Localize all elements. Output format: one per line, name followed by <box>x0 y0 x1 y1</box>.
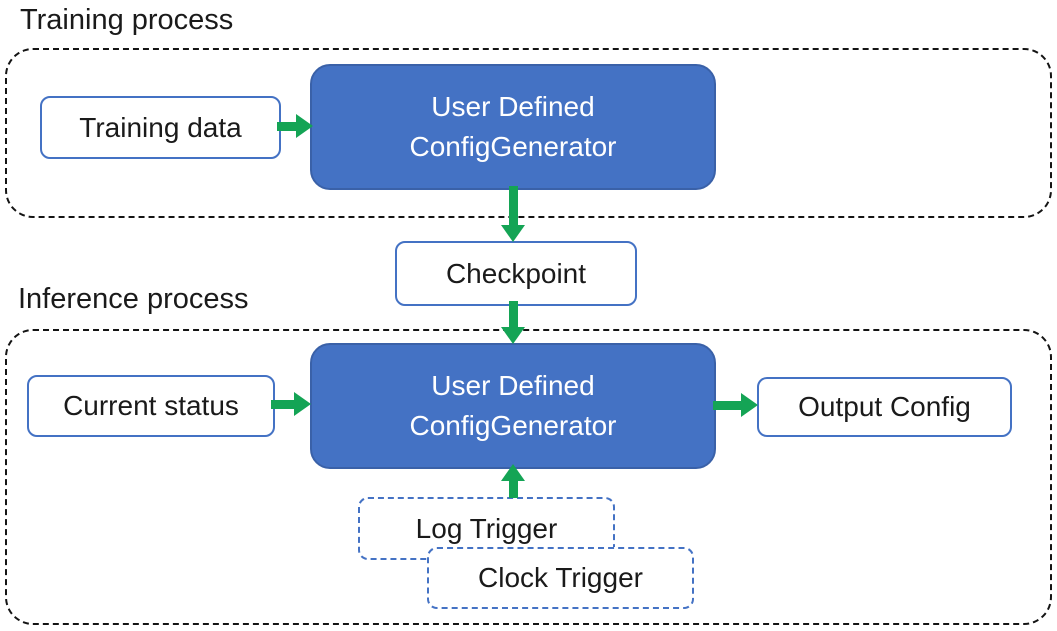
training-process-label: Training process <box>20 4 234 36</box>
arrow-head-right-icon <box>296 114 313 138</box>
current-status-label: Current status <box>63 390 239 421</box>
inference-generator-box: User Defined ConfigGenerator <box>310 343 716 469</box>
arrow-head-down-icon <box>501 327 525 344</box>
training-generator-line1: User Defined <box>431 91 595 122</box>
arrow-head-right-icon <box>741 393 758 417</box>
training-generator-line2: ConfigGenerator <box>409 131 617 162</box>
checkpoint-box: Checkpoint <box>395 241 637 306</box>
inference-generator-line1: User Defined <box>431 370 595 401</box>
arrow-shaft <box>508 481 518 498</box>
arrow-training-data-to-generator <box>277 114 313 138</box>
arrow-shaft <box>271 399 294 409</box>
arrow-shaft <box>508 301 518 327</box>
arrow-triggers-to-generator <box>501 464 525 498</box>
arrow-generator-to-output-config <box>713 393 758 417</box>
arrow-generator-to-checkpoint <box>501 186 525 242</box>
training-generator-box: User Defined ConfigGenerator <box>310 64 716 190</box>
training-data-box: Training data <box>40 96 281 159</box>
inference-process-container <box>5 329 1052 625</box>
current-status-box: Current status <box>27 375 275 437</box>
inference-process-label: Inference process <box>18 283 249 315</box>
clock-trigger-box: Clock Trigger <box>427 547 694 609</box>
arrow-head-up-icon <box>501 464 525 481</box>
clock-trigger-label: Clock Trigger <box>478 562 643 593</box>
arrow-head-right-icon <box>294 392 311 416</box>
output-config-label: Output Config <box>798 391 971 422</box>
inference-generator-line2: ConfigGenerator <box>409 410 617 441</box>
arrow-shaft <box>508 186 518 225</box>
arrow-checkpoint-to-generator <box>501 301 525 344</box>
checkpoint-label: Checkpoint <box>445 257 587 289</box>
output-config-box: Output Config <box>757 377 1012 437</box>
training-data-label: Training data <box>79 111 242 143</box>
training-process-container <box>5 48 1052 218</box>
arrow-shaft <box>277 121 296 131</box>
arrow-current-status-to-generator <box>271 392 311 416</box>
log-trigger-label: Log Trigger <box>415 512 558 544</box>
arrow-head-down-icon <box>501 225 525 242</box>
arrow-shaft <box>713 400 741 410</box>
